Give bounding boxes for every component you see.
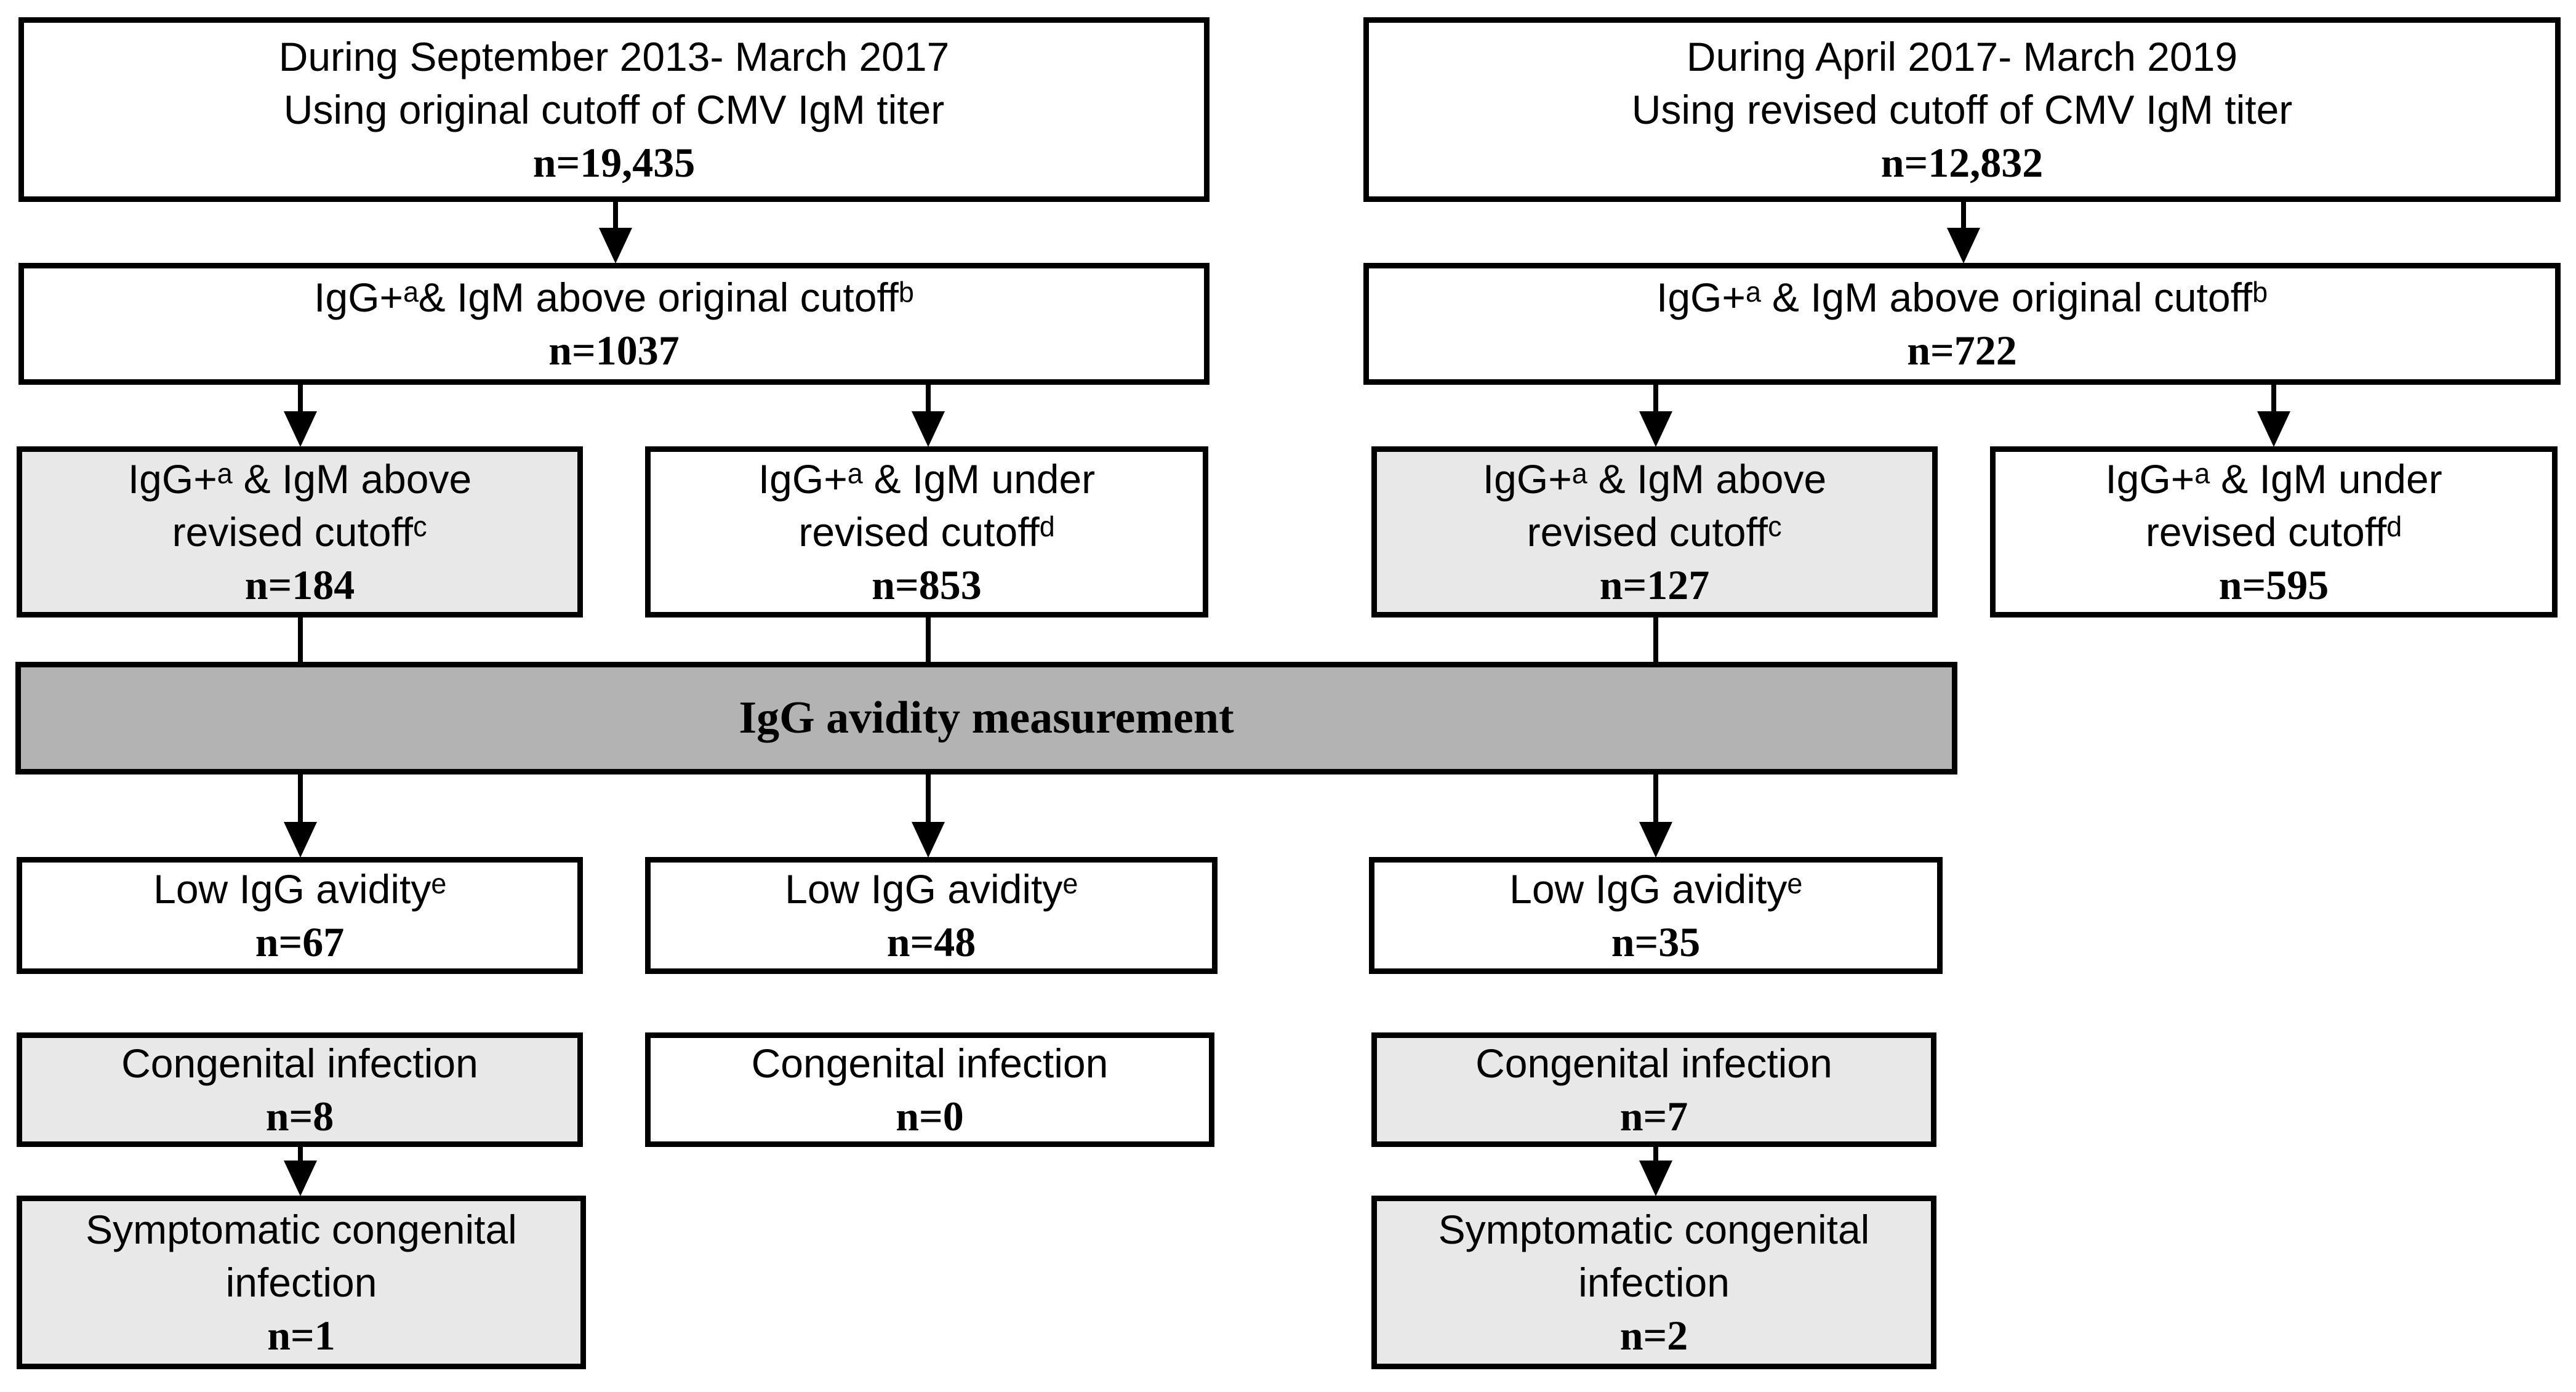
box-2013-low-avidity-under: Low IgG avidityᵉ n=48: [645, 857, 1218, 974]
box-count: n=1037: [548, 327, 680, 374]
connector-line: [1653, 773, 1658, 824]
box-2013-header: During September 2013- March 2017 Using …: [18, 17, 1210, 202]
connector-line: [1653, 384, 1658, 414]
box-2013-symptomatic: Symptomatic congenital infection n=1: [17, 1196, 586, 1369]
box-text-line: IgG+ᵃ & IgM above: [127, 456, 472, 502]
box-text-line: During April 2017- March 2019: [1686, 34, 2238, 79]
bar-label: IgG avidity measurement: [739, 693, 1234, 743]
connector-line: [2271, 384, 2276, 414]
box-2013-above-revised: IgG+ᵃ & IgM above revised cutoffᶜ n=184: [17, 446, 583, 618]
box-2017-low-avidity: Low IgG avidityᵉ n=35: [1369, 857, 1943, 974]
box-text-line: Low IgG avidityᵉ: [1509, 866, 1802, 912]
connector-line: [926, 616, 931, 663]
connector-line: [298, 616, 303, 663]
box-text-line: revised cutoffᶜ: [172, 509, 428, 555]
box-count: n=35: [1611, 919, 1701, 965]
bar-igg-avidity-measurement: IgG avidity measurement: [15, 662, 1957, 774]
arrow-down-icon: [2257, 411, 2290, 447]
box-text-line: IgG+ᵃ & IgM above original cutoffᵇ: [1656, 275, 2268, 320]
arrow-down-icon: [912, 822, 945, 858]
arrow-down-icon: [284, 411, 317, 447]
box-count: n=722: [1907, 327, 2017, 374]
box-count: n=7: [1619, 1093, 1688, 1140]
box-text-line: During September 2013- March 2017: [278, 34, 950, 79]
arrow-down-icon: [1947, 228, 1980, 264]
box-count: n=2: [1619, 1312, 1688, 1359]
box-text-line: Symptomatic congenital: [1438, 1207, 1870, 1252]
connector-line: [1653, 1146, 1658, 1163]
arrow-down-icon: [1639, 411, 1672, 447]
box-text-line: Congenital infection: [751, 1040, 1109, 1086]
box-text-line: infection: [225, 1260, 377, 1305]
box-2017-header: During April 2017- March 2019 Using revi…: [1363, 17, 2561, 202]
arrow-down-icon: [599, 228, 632, 264]
box-text-line: revised cutoffᶜ: [1527, 509, 1783, 555]
box-2013-congenital-above: Congenital infection n=8: [17, 1032, 583, 1147]
arrow-down-icon: [284, 822, 317, 858]
arrow-down-icon: [1639, 1161, 1672, 1196]
box-count: n=127: [1599, 561, 1710, 608]
box-text-line: revised cutoffᵈ: [2145, 509, 2402, 555]
box-text-line: Congenital infection: [121, 1040, 478, 1086]
box-text-line: Using original cutoff of CMV IgM titer: [283, 87, 945, 132]
arrow-down-icon: [912, 411, 945, 447]
box-2013-low-avidity-above: Low IgG avidityᵉ n=67: [17, 857, 583, 974]
box-2013-igm-positive: IgG+ᵃ& IgM above original cutoffᵇ n=1037: [18, 263, 1210, 385]
connector-line: [926, 773, 931, 824]
box-text-line: Symptomatic congenital: [86, 1207, 517, 1252]
box-count: n=67: [255, 919, 345, 965]
box-2017-igm-positive: IgG+ᵃ & IgM above original cutoffᵇ n=722: [1363, 263, 2561, 385]
box-text-line: IgG+ᵃ & IgM under: [2105, 456, 2442, 502]
box-text-line: Congenital infection: [1475, 1040, 1832, 1086]
arrow-down-icon: [1639, 822, 1672, 858]
connector-line: [298, 773, 303, 824]
box-2017-above-revised: IgG+ᵃ & IgM above revised cutoffᶜ n=127: [1371, 446, 1938, 618]
box-count: n=0: [896, 1093, 964, 1140]
box-2017-congenital: Congenital infection n=7: [1371, 1032, 1936, 1147]
box-count: n=853: [872, 561, 982, 608]
connector-line: [298, 1146, 303, 1163]
box-text-line: IgG+ᵃ & IgM above: [1482, 456, 1827, 502]
box-text-line: infection: [1578, 1260, 1730, 1305]
box-text-line: revised cutoffᵈ: [798, 509, 1055, 555]
box-count: n=12,832: [1880, 139, 2044, 186]
box-count: n=184: [244, 561, 355, 608]
box-text-line: IgG+ᵃ & IgM under: [758, 456, 1096, 502]
box-count: n=1: [267, 1312, 335, 1359]
connector-line: [1961, 201, 1966, 231]
connector-line: [613, 201, 618, 231]
connector-line: [298, 384, 303, 414]
connector-line: [1653, 616, 1658, 663]
box-count: n=8: [265, 1093, 334, 1140]
box-text-line: Using revised cutoff of CMV IgM titer: [1631, 87, 2293, 132]
box-count: n=19,435: [532, 139, 696, 186]
box-text-line: Low IgG avidityᵉ: [785, 866, 1078, 912]
box-count: n=48: [886, 919, 976, 965]
box-text-line: IgG+ᵃ& IgM above original cutoffᵇ: [314, 275, 914, 320]
box-2017-under-revised: IgG+ᵃ & IgM under revised cutoffᵈ n=595: [1990, 446, 2558, 618]
box-2013-under-revised: IgG+ᵃ & IgM under revised cutoffᵈ n=853: [645, 446, 1208, 618]
arrow-down-icon: [284, 1161, 317, 1196]
box-count: n=595: [2218, 561, 2329, 608]
box-2017-symptomatic: Symptomatic congenital infection n=2: [1371, 1196, 1936, 1369]
box-2013-congenital-under: Congenital infection n=0: [645, 1032, 1214, 1147]
box-text-line: Low IgG avidityᵉ: [153, 866, 446, 912]
connector-line: [926, 384, 931, 414]
